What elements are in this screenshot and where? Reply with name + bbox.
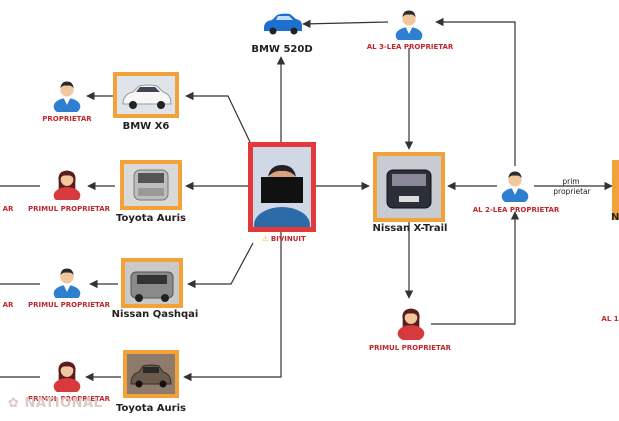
car-label-bmw520d: BMW 520D: [251, 44, 313, 55]
owner-label-primul-xtrail: PRIMUL PROPRIETAR: [368, 344, 452, 352]
right-edge-box: [612, 160, 619, 220]
car-label-right-cut: N: [611, 212, 619, 223]
woman-avatar-icon: [53, 361, 81, 392]
central-person-photo: [248, 142, 316, 232]
car-photo-qashqai: [121, 258, 183, 308]
warning-icon: ⚠: [262, 235, 269, 243]
face-photo-icon: [253, 147, 311, 227]
owner-label-al3: AL 3-LEA PROPRIETAR: [366, 43, 454, 51]
owner-label-left-cut2: AR: [2, 301, 14, 309]
connectors: [0, 17, 613, 382]
edge-label-prim: prim: [562, 177, 580, 186]
car-label-qashqai: Nissan Qashqai: [111, 309, 199, 320]
owner-label-left-cut1: AR: [2, 205, 14, 213]
edge-central-to-bmwx6: [185, 91, 251, 143]
edge-al2-to-al3: [435, 17, 516, 166]
edge-label-proprietar: proprietar: [553, 187, 591, 196]
car-photo-bmwx6: [113, 72, 179, 118]
edge-central-to-auris2: [183, 232, 282, 382]
car-label-xtrail: Nissan X-Trail: [372, 223, 448, 234]
owner-label-primul3: PRIMUL PROPRIETAR: [27, 395, 111, 403]
edge-al3-to-bmw520d: [302, 19, 389, 29]
car-icon: [264, 13, 302, 35]
car-label-bmwx6: BMW X6: [122, 121, 170, 132]
man-avatar-icon: [53, 268, 81, 298]
owner-label-right-cut: AL 1: [601, 315, 619, 323]
owner-label-al2: AL 2-LEA PROPRIETAR: [472, 206, 560, 214]
car-label-auris1: Toyota Auris: [116, 213, 186, 224]
owner-label-proprietar: PROPRIETAR: [42, 115, 92, 123]
car-photo-xtrail: [373, 152, 445, 222]
edge-primul-to-al2: [431, 211, 520, 325]
watermark-logo-icon: ✿: [8, 396, 20, 411]
owner-label-primul2: PRIMUL PROPRIETAR: [27, 301, 111, 309]
central-label: ⚠ BIVINUIT: [262, 235, 306, 243]
edge-central-to-qashqai: [187, 242, 254, 289]
car-label-auris2: Toyota Auris: [116, 403, 186, 414]
woman-avatar-icon: [53, 170, 81, 200]
woman-avatar-icon: [397, 308, 425, 340]
owner-label-primul1: PRIMUL PROPRIETAR: [27, 205, 111, 213]
car-photo-auris2: [123, 350, 179, 398]
man-avatar-icon: [53, 81, 81, 112]
man-avatar-icon: [395, 10, 423, 40]
watermark: ✿ NATIONAL: [8, 396, 103, 411]
man-avatar-icon: [501, 171, 529, 202]
car-photo-auris1: [120, 160, 182, 210]
